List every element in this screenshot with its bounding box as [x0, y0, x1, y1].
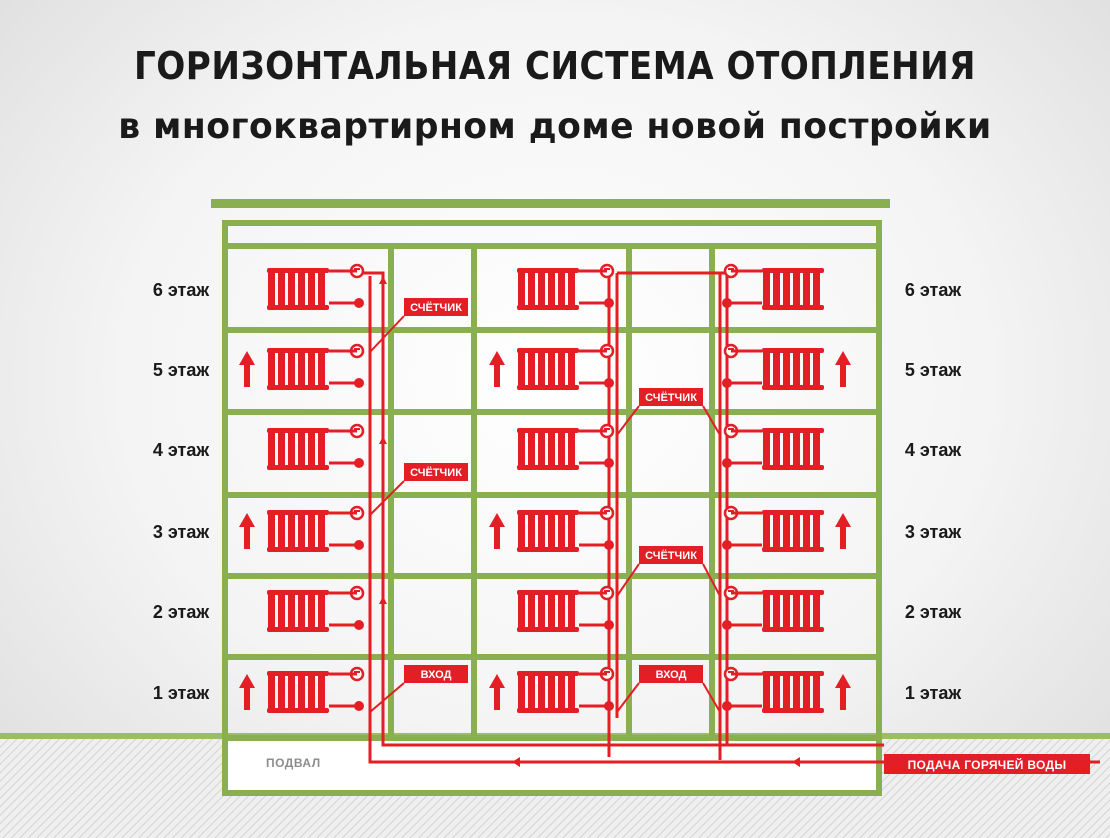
basement-label: ПОДВАЛ	[266, 756, 321, 770]
radiator-icon	[762, 268, 824, 310]
floor-label-right: 2 этаж	[905, 602, 962, 622]
inlet-label: ВХОД	[421, 669, 452, 681]
floor-label-right: 6 этаж	[905, 280, 962, 300]
floor-label-right: 5 этаж	[905, 360, 962, 380]
supply-label: ПОДАЧА ГОРЯЧЕЙ ВОДЫ	[908, 757, 1067, 772]
floor-label-left: 5 этаж	[153, 360, 210, 380]
supply-tag	[884, 754, 1090, 774]
arrow-up-icon	[379, 276, 387, 284]
arrow-up-icon	[489, 674, 505, 710]
meter-label: СЧЁТЧИК	[410, 466, 462, 479]
radiator-icon	[517, 590, 579, 632]
floor-label-left: 1 этаж	[153, 683, 210, 703]
floor-label-left: 2 этаж	[153, 602, 210, 622]
floor-label-right: 4 этаж	[905, 440, 962, 460]
inlet-tag	[404, 665, 468, 683]
title-line-1: ГОРИЗОНТАЛЬНАЯ СИСТЕМА ОТОПЛЕНИЯ	[134, 44, 976, 88]
title-line-2: в многоквартирном доме новой постройки	[118, 106, 992, 147]
radiator-icon	[267, 590, 329, 632]
arrow-up-icon	[835, 351, 851, 387]
radiator-icon	[517, 510, 579, 552]
radiator-icon	[267, 348, 329, 390]
radiator-icon	[267, 510, 329, 552]
radiator-icon	[267, 671, 329, 713]
radiator-icon	[517, 671, 579, 713]
arrow-up-icon	[239, 351, 255, 387]
arrow-up-icon	[489, 351, 505, 387]
radiator-icon	[517, 268, 579, 310]
floor-label-right: 3 этаж	[905, 522, 962, 542]
radiator-icon	[517, 348, 579, 390]
meter-tag	[639, 388, 703, 406]
radiator-icon	[517, 428, 579, 470]
radiator-icon	[762, 590, 824, 632]
radiator-icon	[762, 348, 824, 390]
arrow-up-icon	[239, 674, 255, 710]
floor-label-left: 3 этаж	[153, 522, 210, 542]
meter-tag	[404, 298, 468, 316]
building-frame	[211, 199, 890, 796]
meter-label: СЧЁТЧИК	[410, 301, 462, 314]
arrow-up-icon	[239, 513, 255, 549]
arrow-up-icon	[379, 436, 387, 444]
meter-tag	[639, 546, 703, 564]
radiator-icon	[267, 428, 329, 470]
meter-tag	[404, 463, 468, 481]
floor-label-left: 4 этаж	[153, 440, 210, 460]
arrow-up-icon	[379, 596, 387, 604]
radiator-icon	[762, 671, 824, 713]
radiator-icon	[762, 428, 824, 470]
arrow-up-icon	[489, 513, 505, 549]
meter-label: СЧЁТЧИК	[645, 391, 697, 404]
radiator-icon	[267, 268, 329, 310]
arrow-up-icon	[835, 513, 851, 549]
inlet-label: ВХОД	[656, 669, 687, 681]
inlet-tag	[639, 665, 703, 683]
radiator-icon	[762, 510, 824, 552]
floor-label-left: 6 этаж	[153, 280, 210, 300]
floor-label-right: 1 этаж	[905, 683, 962, 703]
meter-label: СЧЁТЧИК	[645, 549, 697, 562]
arrow-up-icon	[835, 674, 851, 710]
